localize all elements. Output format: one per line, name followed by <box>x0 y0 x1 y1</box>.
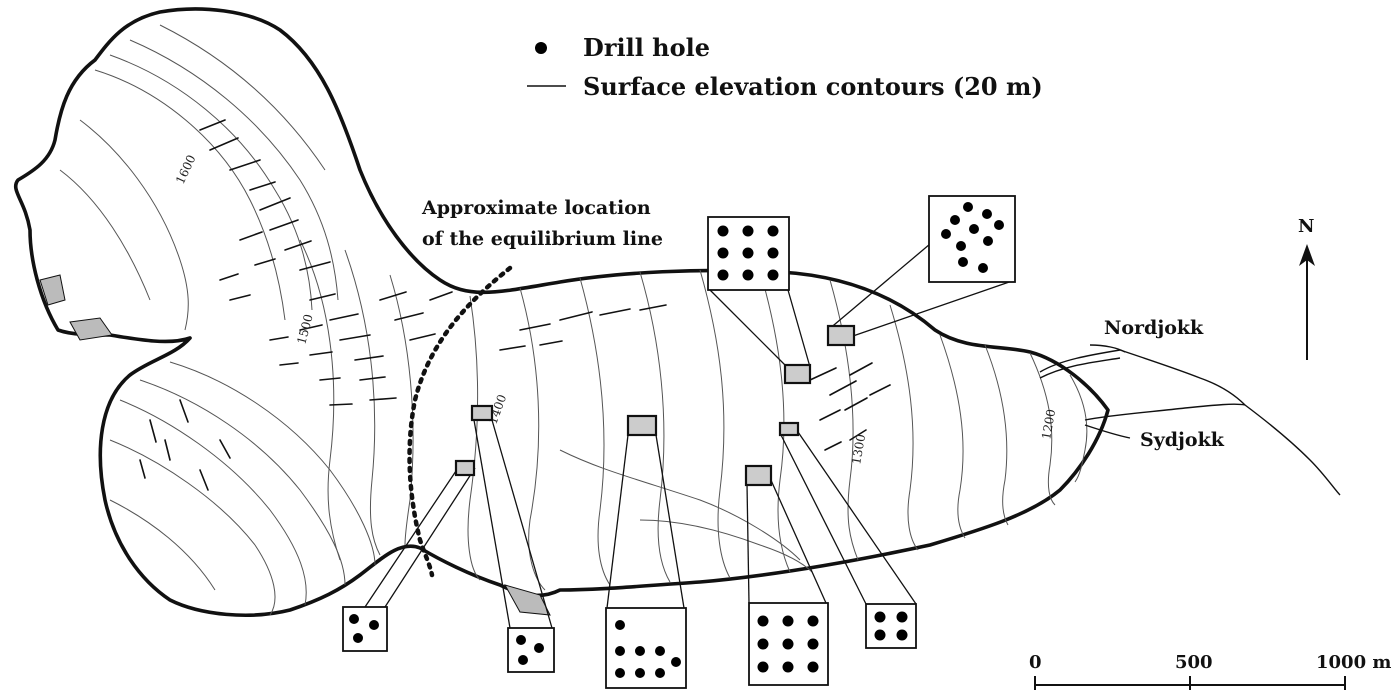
rock-patch-southwest <box>69 317 113 341</box>
scale-bar-label-500: 500 <box>1175 652 1213 673</box>
streams <box>1039 344 1341 496</box>
drill-sites <box>454 324 856 487</box>
inset-south-grid <box>748 602 829 686</box>
north-arrow: N <box>1298 216 1315 360</box>
inset-east-hex <box>928 195 1016 283</box>
inset-leaders <box>364 243 1016 629</box>
contour-label-1300: 1300 <box>849 433 868 466</box>
equilibrium-label-line1: Approximate location <box>421 197 651 219</box>
stream-label-nordjokk: Nordjokk <box>1104 317 1204 339</box>
glacier-outline <box>13 7 1110 617</box>
legend-drill-hole-label: Drill hole <box>583 33 710 62</box>
legend: Drill hole Surface elevation contours (2… <box>527 33 1043 101</box>
equilibrium-label-line2: of the equilibrium line <box>422 228 663 250</box>
inset-north-grid <box>707 216 790 291</box>
legend-drill-hole-symbol <box>535 42 547 54</box>
rock-patch-west <box>39 274 66 306</box>
scale-bar-label-0: 0 <box>1029 652 1042 673</box>
stream-label-sydjokk: Sydjokk <box>1140 429 1225 451</box>
scale-bar-label-1000: 1000 m <box>1316 652 1391 673</box>
north-arrow-head-icon <box>1299 244 1315 266</box>
crevasse-field <box>139 119 891 491</box>
inset-southeast-quad <box>865 603 917 649</box>
scale-bar: 0 500 1000 m <box>1029 652 1391 690</box>
inset-west-small <box>342 606 388 652</box>
north-label: N <box>1298 216 1314 237</box>
contour-label-1200: 1200 <box>1039 408 1058 441</box>
inset-central-grid <box>605 607 687 689</box>
rock-patch-south <box>503 584 551 616</box>
legend-contour-label: Surface elevation contours (20 m) <box>583 72 1043 101</box>
inset-west-pair <box>507 627 555 673</box>
equilibrium-line <box>407 265 513 578</box>
